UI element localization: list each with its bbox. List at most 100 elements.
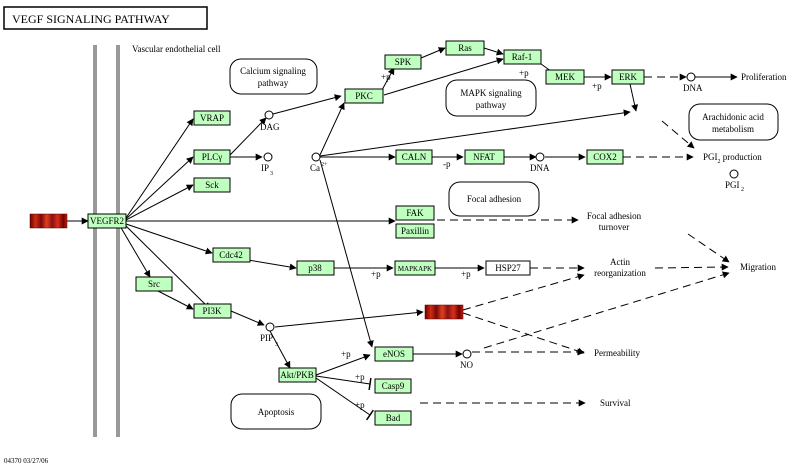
compound-pgi2[interactable] (729, 169, 739, 179)
svg-text:Ca: Ca (310, 163, 320, 173)
svg-text:+p: +p (519, 68, 529, 78)
svg-text:DNA: DNA (683, 83, 703, 93)
gene-mek[interactable]: MEK (545, 69, 585, 85)
svg-text:MAPKAPK: MAPKAPK (398, 265, 432, 273)
gene-fak[interactable]: FAK (395, 205, 435, 221)
svg-text:Apoptosis: Apoptosis (258, 407, 295, 417)
svg-text:Cdc42: Cdc42 (219, 250, 243, 260)
gene-erk[interactable]: ERK (611, 69, 645, 85)
outcome-migration: Migration (740, 262, 776, 272)
svg-text:MAPK signaling: MAPK signaling (460, 88, 522, 98)
svg-text:PKC: PKC (355, 91, 373, 101)
gene-cox2[interactable]: COX2 (586, 149, 624, 165)
outcome-actin-1: Actin (610, 257, 630, 267)
compound-ip3[interactable] (263, 152, 273, 162)
compound-circles (263, 72, 739, 359)
outcome-focal-turnover-2: turnover (599, 222, 630, 232)
svg-text:+p: +p (355, 372, 365, 382)
svg-text:Ras: Ras (458, 43, 472, 53)
vegf-expression-box[interactable] (29, 213, 68, 229)
compound-dag[interactable] (264, 110, 274, 120)
apoptosis-map[interactable]: Apoptosis (230, 393, 322, 430)
svg-text:+p: +p (592, 81, 602, 91)
svg-text:DAG: DAG (260, 122, 280, 132)
gene-pi3k[interactable]: PI3K (193, 303, 232, 319)
svg-text:+p: +p (461, 269, 471, 279)
svg-text:pathway: pathway (476, 100, 507, 110)
svg-text:Src: Src (148, 279, 160, 289)
gene-pkc[interactable]: PKC (344, 88, 384, 104)
svg-text:Casp9: Casp9 (382, 381, 405, 391)
compound-no[interactable] (462, 349, 472, 359)
svg-text:IP: IP (261, 163, 269, 173)
svg-text:2+: 2+ (321, 162, 328, 168)
svg-text:COX2: COX2 (593, 152, 617, 162)
gene-mapkapk[interactable]: MAPKAPK (394, 260, 436, 276)
svg-text:Arachidonic acid: Arachidonic acid (702, 112, 764, 122)
svg-text:Raf-1: Raf-1 (512, 52, 533, 62)
gene-nfat[interactable]: NFAT (464, 149, 505, 165)
calcium-signaling-map[interactable]: Calcium signaling pathway (229, 58, 318, 95)
gene-casp9[interactable]: Casp9 (374, 378, 412, 394)
svg-text:3: 3 (275, 342, 278, 348)
outcome-focal-turnover-1: Focal adhesion (587, 211, 642, 221)
svg-text:Focal adhesion: Focal adhesion (467, 194, 522, 204)
svg-text:PLCγ: PLCγ (202, 152, 223, 162)
svg-text:MEK: MEK (555, 72, 576, 82)
svg-text:HSP27: HSP27 (495, 263, 521, 273)
gene-src[interactable]: Src (135, 276, 173, 292)
svg-text:VEGF SIGNALING PATHWAY: VEGF SIGNALING PATHWAY (12, 12, 170, 26)
gene-p38[interactable]: p38 (296, 260, 335, 276)
gene-spk[interactable]: SPK (384, 54, 422, 70)
mapk-signaling-map[interactable]: MAPK signaling pathway (445, 79, 537, 117)
compound-dna-erk[interactable] (686, 72, 696, 82)
svg-text:+p: +p (371, 269, 381, 279)
svg-text:DNA: DNA (530, 163, 550, 173)
compound-ca[interactable] (311, 152, 321, 162)
svg-text:+p: +p (355, 400, 365, 410)
svg-text:FAK: FAK (406, 208, 424, 218)
compound-pip3[interactable] (265, 322, 275, 332)
svg-text:NFAT: NFAT (473, 152, 495, 162)
outcome-labels: Proliferation PGI2 production Focal adhe… (587, 72, 787, 408)
pathway-title: VEGF SIGNALING PATHWAY (3, 6, 208, 30)
svg-text:Akt/PKB: Akt/PKB (280, 370, 314, 380)
gene-caln[interactable]: CALN (395, 149, 433, 165)
gene-akt[interactable]: Akt/PKB (278, 367, 317, 383)
svg-text:VRAP: VRAP (200, 113, 224, 123)
svg-text:p38: p38 (308, 263, 322, 273)
hsp27-expression-box[interactable] (424, 304, 464, 320)
gene-ras[interactable]: Ras (445, 40, 485, 56)
svg-text:NO: NO (460, 360, 473, 370)
gene-vegfr2[interactable]: VEGFR2 (87, 213, 127, 229)
gene-sck[interactable]: Sck (193, 177, 231, 193)
cell-membrane (93, 45, 120, 437)
edge-labels: +p +p +p -p +p +p +p +p +p (341, 68, 602, 410)
compound-dna-nfat[interactable] (535, 152, 545, 162)
gene-raf1[interactable]: Raf-1 (503, 49, 542, 65)
gene-hsp27[interactable]: HSP27 (485, 260, 531, 276)
outcome-permeability: Permeability (594, 348, 640, 358)
gene-bad[interactable]: Bad (374, 410, 412, 426)
svg-text:ERK: ERK (619, 72, 638, 82)
outcome-survival: Survival (600, 398, 631, 408)
arachidonic-acid-map[interactable]: Arachidonic acid metabolism (688, 103, 779, 141)
svg-text:metabolism: metabolism (712, 124, 754, 134)
svg-text:Paxillin: Paxillin (401, 226, 430, 236)
gene-plcg[interactable]: PLCγ (193, 149, 231, 165)
gene-enos[interactable]: eNOS (374, 346, 414, 362)
gene-cdc42[interactable]: Cdc42 (212, 247, 251, 263)
svg-text:PGI: PGI (725, 180, 740, 190)
gene-vrap[interactable]: VRAP (193, 110, 231, 126)
svg-text:PI3K: PI3K (202, 306, 222, 316)
compound-labels: DAG IP 3 Ca 2+ DNA DNA PIP 3 NO PGI 2 (260, 83, 744, 370)
svg-text:3: 3 (270, 171, 273, 177)
edges (67, 47, 738, 421)
focal-adhesion-map[interactable]: Focal adhesion (448, 181, 540, 217)
indirect-edges (420, 73, 730, 407)
svg-text:Sck: Sck (205, 180, 219, 190)
gene-paxillin[interactable]: Paxillin (395, 223, 435, 239)
svg-text:+p: +p (381, 72, 391, 82)
